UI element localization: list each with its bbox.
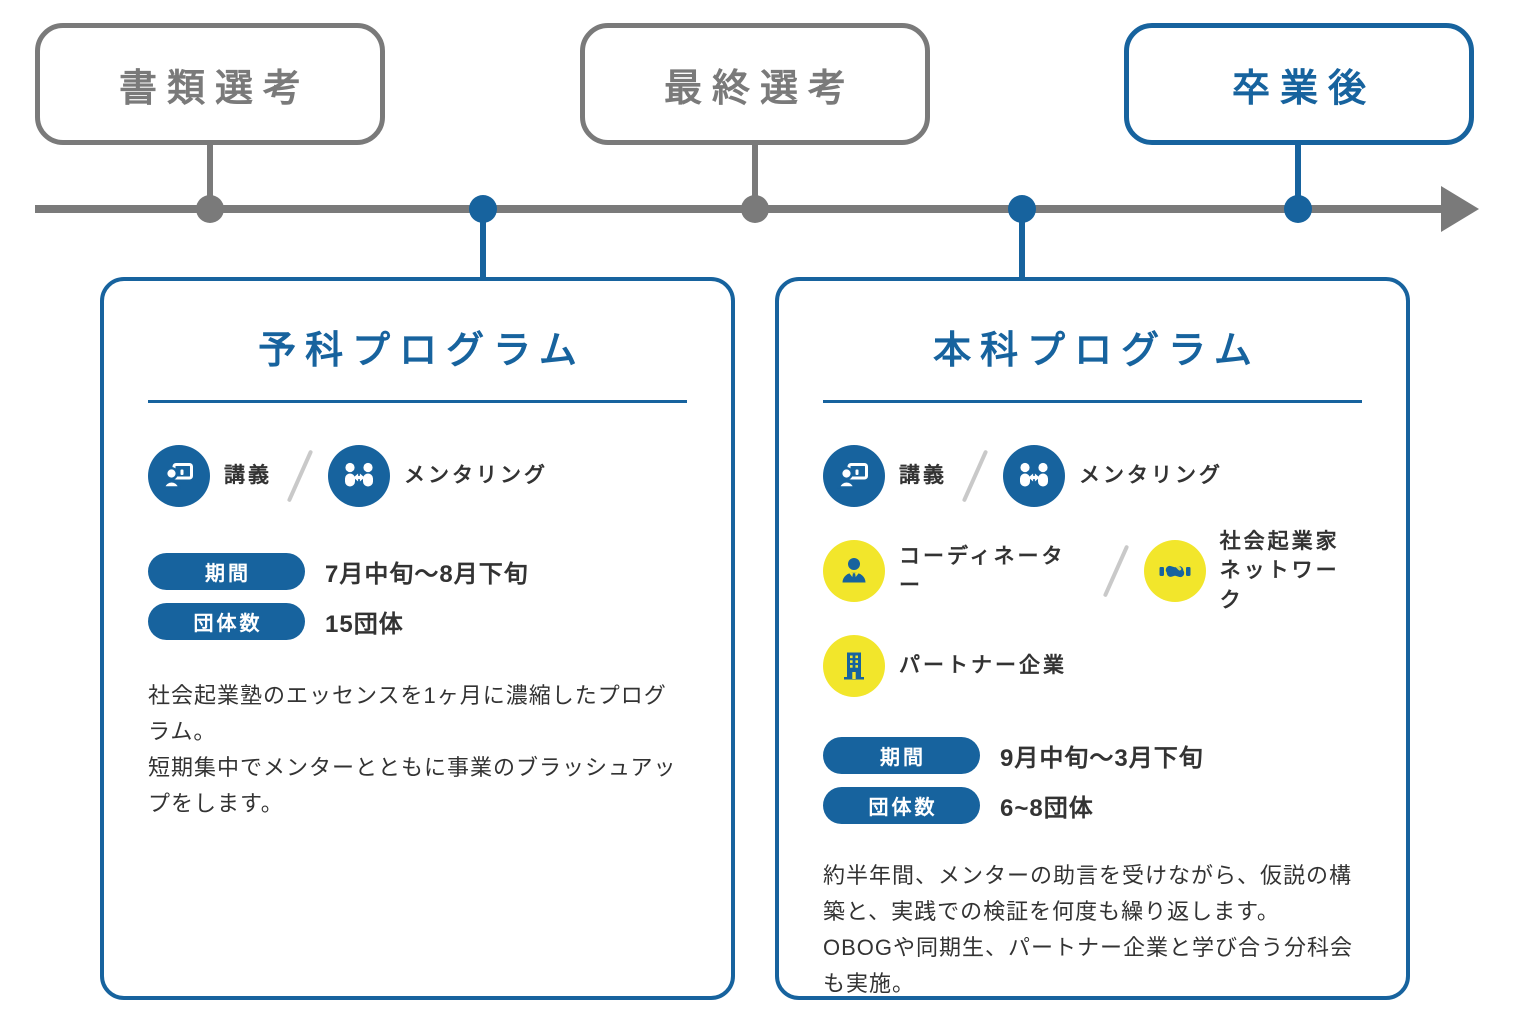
feature-label: 講義: [899, 464, 947, 488]
connector-main-card: [1019, 209, 1025, 279]
stat-value: 15団体: [325, 611, 404, 638]
feature-lecture: 講義: [823, 445, 947, 507]
slash-icon: [286, 449, 314, 503]
stat-value: 7月中旬〜8月下旬: [325, 561, 529, 588]
feature-mentoring: メンタリング: [328, 445, 548, 507]
feature-row: パートナー企業: [823, 635, 1362, 698]
mentoring-icon: [328, 445, 390, 507]
feature-partner-company: パートナー企業: [823, 635, 1067, 698]
timeline-dot-document-screening: [196, 195, 224, 223]
stage-box-document-screening: 書類選考: [35, 23, 385, 145]
card-preparatory-program: 予科プログラム 講義: [100, 277, 735, 1000]
feature-label: メンタリング: [1079, 464, 1223, 488]
card-main-program: 本科プログラム 講義: [775, 277, 1410, 1000]
card-description: 社会起業塾のエッセンスを1ヶ月に濃縮したプログラム。 短期集中でメンターとともに…: [148, 683, 677, 817]
card-title: 予科プログラム: [258, 330, 586, 372]
timeline-dot-final-selection: [741, 195, 769, 223]
stat-value: 6~8団体: [1000, 795, 1094, 823]
stat-row-groups: 団体数 6~8団体: [823, 787, 1362, 825]
feature-label: コーディネーター: [899, 544, 1066, 598]
feature-row: 講義 メンタリング: [823, 445, 1362, 507]
feature-label: パートナー企業: [899, 654, 1067, 678]
stage-label: 書類選考: [118, 67, 311, 110]
timeline-dot-after-graduation: [1284, 195, 1312, 223]
handshake-icon: [1143, 540, 1206, 603]
coordinator-icon: [823, 540, 885, 603]
stats-list: 期間 9月中旬〜3月下旬 団体数 6~8団体: [823, 737, 1362, 825]
feature-row: コーディネーター 社会起業家 ネットワーク: [823, 527, 1362, 615]
timeline-arrowhead-icon: [1441, 186, 1479, 232]
title-divider: [148, 400, 687, 403]
feature-row: 講義 メンタリング: [148, 445, 687, 507]
building-icon: [823, 635, 885, 698]
feature-label: 社会起業家 ネットワーク: [1219, 530, 1340, 612]
stat-row-period: 期間 7月中旬〜8月下旬: [148, 553, 687, 590]
stat-badge: 期間: [148, 553, 305, 590]
mentoring-icon: [1003, 445, 1065, 507]
slash-icon: [1102, 544, 1129, 598]
stat-badge: 団体数: [148, 603, 305, 640]
connector-final-selection: [752, 145, 758, 211]
stat-badge: 団体数: [823, 787, 980, 825]
stats-list: 期間 7月中旬〜8月下旬 団体数 15団体: [148, 553, 687, 640]
feature-label: メンタリング: [404, 464, 548, 488]
stat-row-period: 期間 9月中旬〜3月下旬: [823, 737, 1362, 775]
title-divider: [823, 400, 1362, 403]
feature-label: 講義: [224, 464, 272, 488]
slash-icon: [961, 449, 989, 503]
lecture-icon: [148, 445, 210, 507]
stat-value: 9月中旬〜3月下旬: [1000, 745, 1204, 773]
feature-mentoring: メンタリング: [1003, 445, 1223, 507]
stage-box-after-graduation: 卒業後: [1124, 23, 1474, 145]
feature-coordinator: コーディネーター: [823, 540, 1088, 603]
feature-network: 社会起業家 ネットワーク: [1143, 527, 1362, 615]
stat-row-groups: 団体数 15団体: [148, 603, 687, 640]
connector-after-graduation: [1295, 145, 1301, 211]
stat-badge: 期間: [823, 737, 980, 775]
lecture-icon: [823, 445, 885, 507]
connector-preparatory-card: [480, 209, 486, 279]
stage-box-final-selection: 最終選考: [580, 23, 930, 145]
feature-lecture: 講義: [148, 445, 272, 507]
card-title: 本科プログラム: [933, 330, 1261, 372]
card-description: 約半年間、メンターの助言を受けながら、仮説の構築と、実践での検証を何度も繰り返し…: [823, 863, 1354, 997]
stage-label: 卒業後: [1231, 67, 1376, 110]
connector-document-screening: [207, 145, 213, 211]
stage-label: 最終選考: [663, 67, 856, 110]
